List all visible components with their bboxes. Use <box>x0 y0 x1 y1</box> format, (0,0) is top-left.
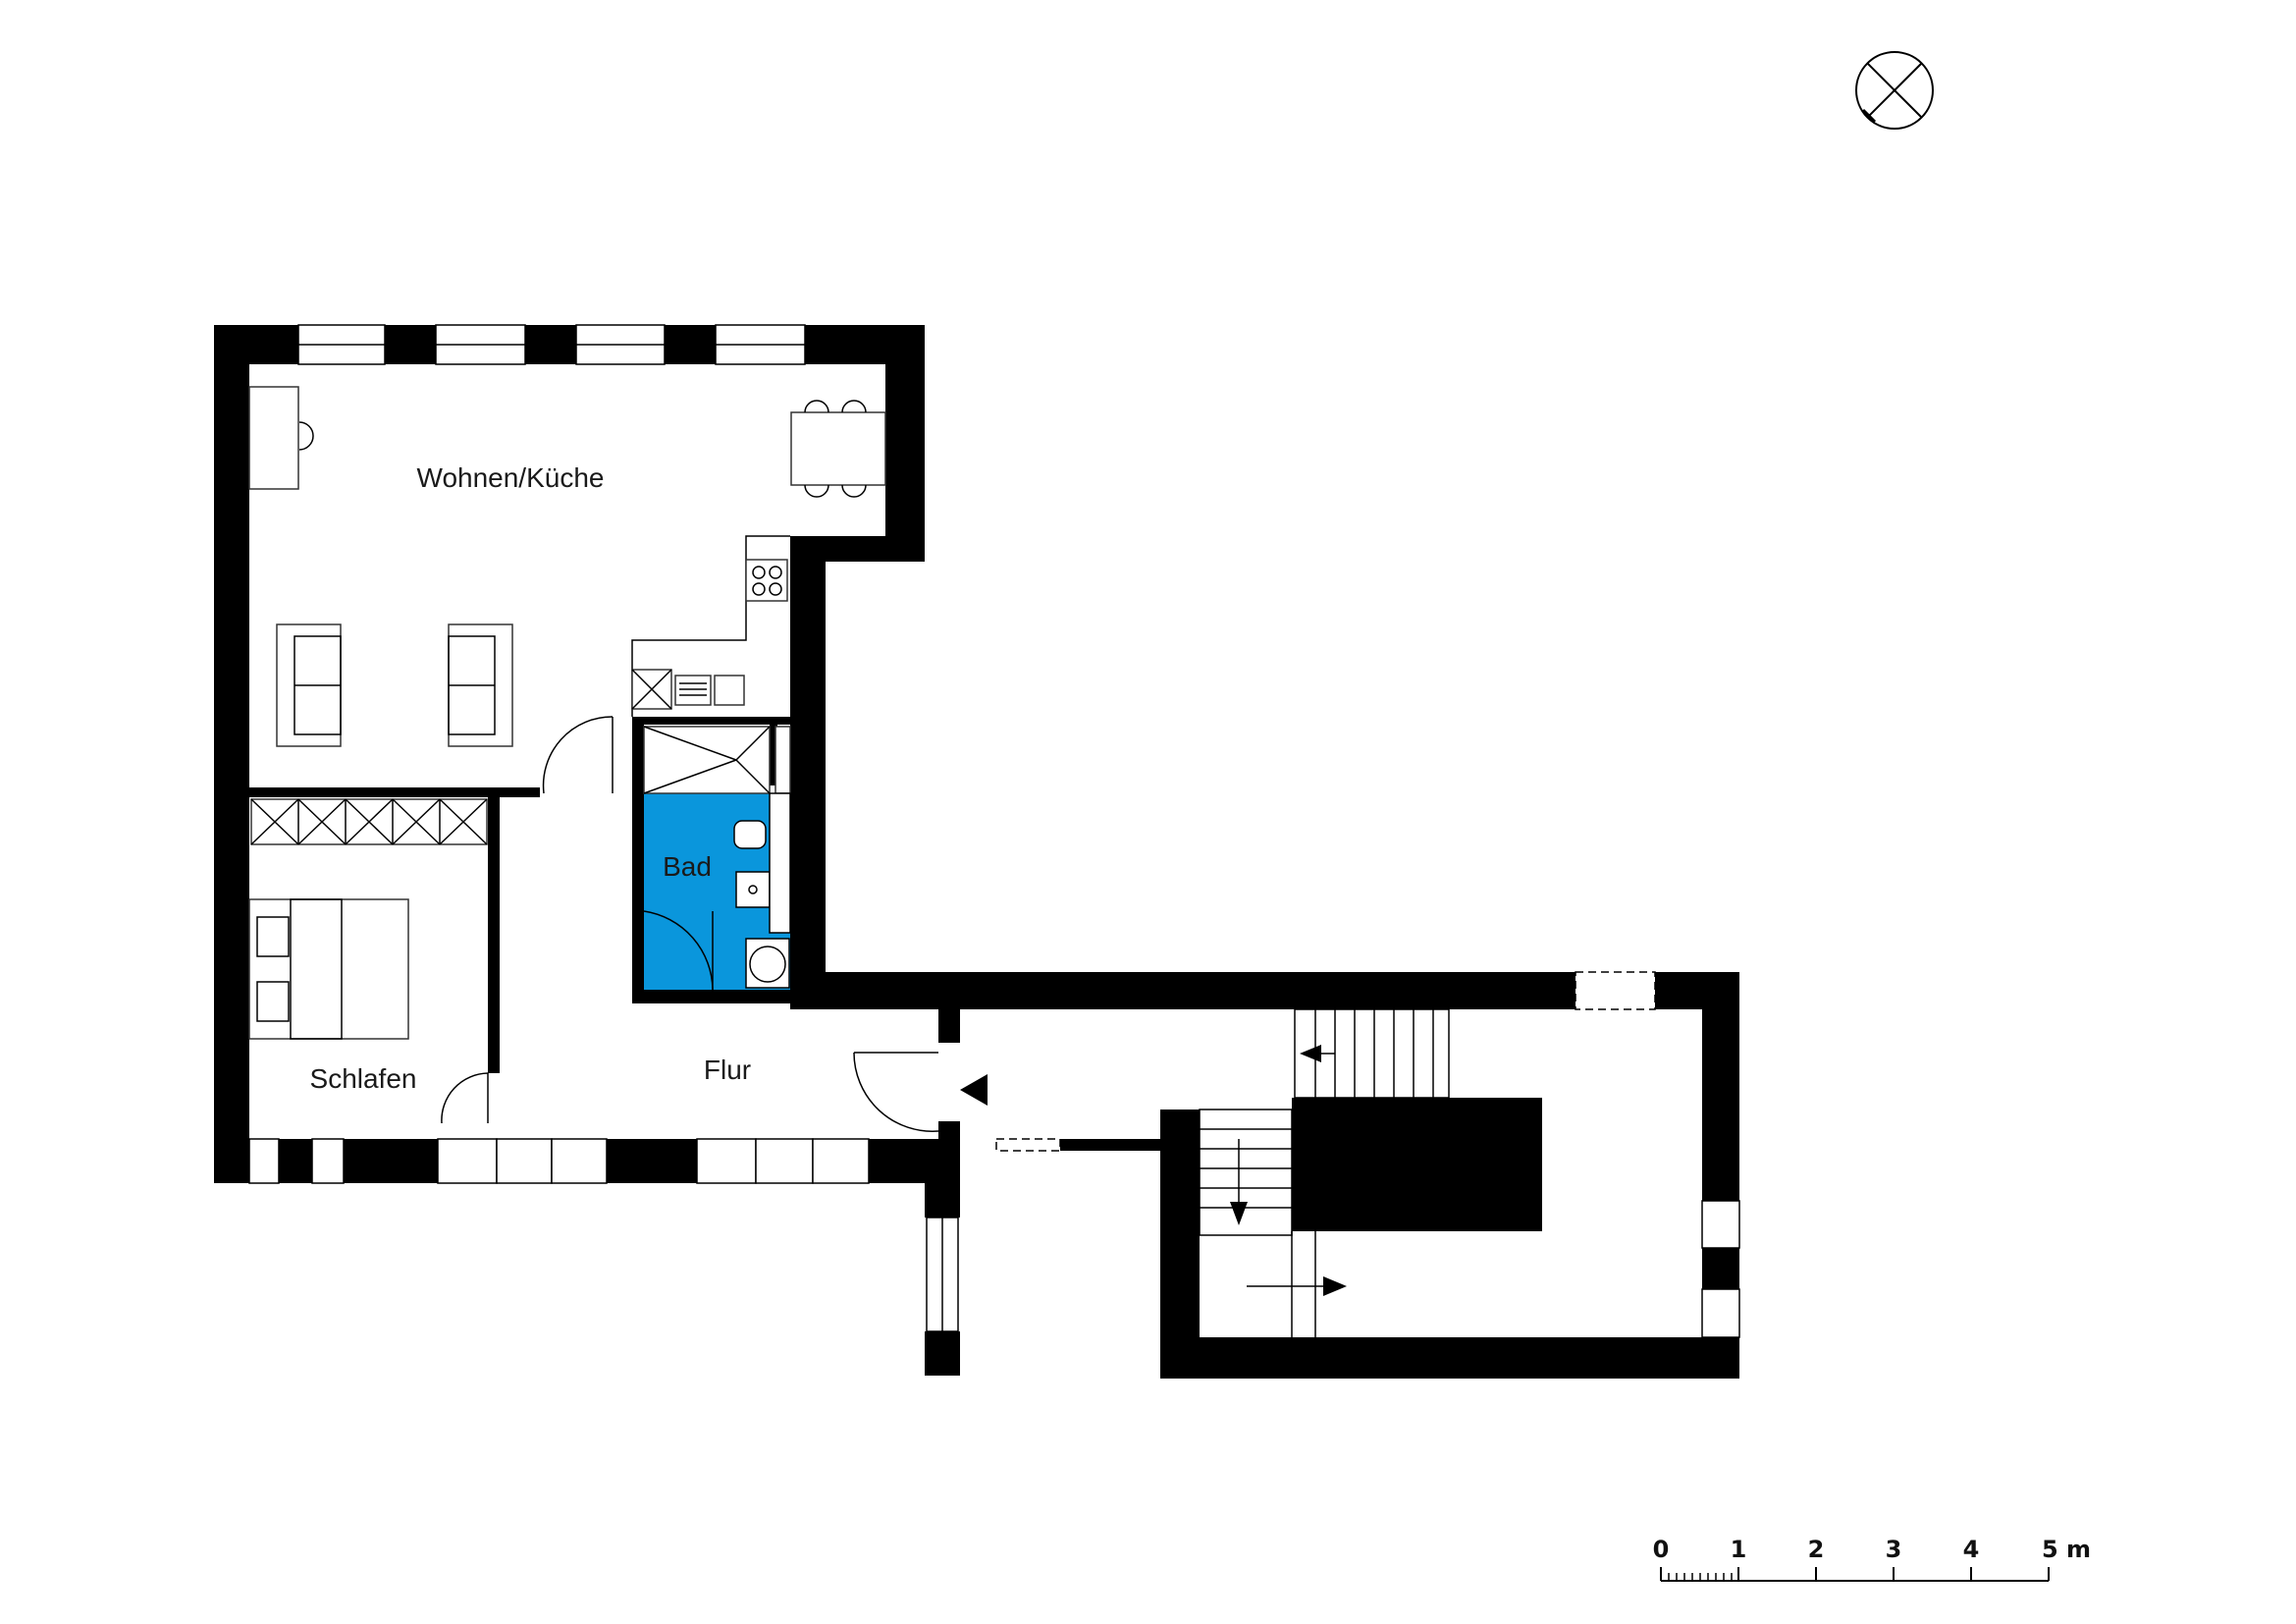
scale-tick-4: 4 <box>1963 1536 1980 1563</box>
sofa-left <box>276 623 342 747</box>
wardrobe <box>250 798 488 845</box>
room-label-schlafen: Schlafen <box>310 1063 417 1094</box>
scale-tick-1: 1 <box>1731 1536 1747 1563</box>
windows <box>248 324 1740 1338</box>
sofa-right <box>448 623 513 747</box>
bed <box>248 898 409 1040</box>
room-label-bad: Bad <box>663 851 712 882</box>
scale-tick-2: 2 <box>1808 1536 1825 1563</box>
room-label-flur: Flur <box>704 1055 751 1085</box>
staircase <box>1199 1008 1450 1337</box>
scale-tick-3: 3 <box>1886 1536 1902 1563</box>
scale-tick-5: 5 m <box>2042 1536 2091 1563</box>
room-label-wohnen: Wohnen/Küche <box>417 462 605 493</box>
bathroom-fixtures <box>643 726 791 991</box>
kitchen-counter <box>631 535 790 717</box>
desk <box>248 386 314 490</box>
compass-icon <box>1855 51 1934 130</box>
scale-tick-0: 0 <box>1653 1536 1670 1563</box>
doors <box>441 716 939 1132</box>
walls <box>214 325 1739 1379</box>
entrance-arrow-icon <box>960 1074 988 1106</box>
dining-table <box>790 400 886 498</box>
scale-bar: 0 1 2 3 4 5 m <box>1653 1536 2091 1582</box>
